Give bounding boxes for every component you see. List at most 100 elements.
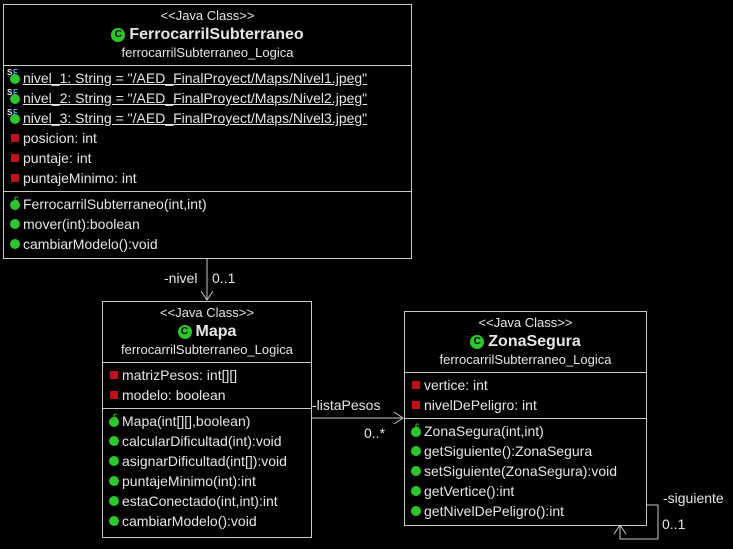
public-method-icon [106,494,122,508]
method-row[interactable]: calcularDificultad(int):void [103,431,311,451]
method-row[interactable]: cambiarModelo():void [4,234,411,254]
method-text: puntajeMinimo(int):int [122,473,256,489]
field-text: nivel_1: String = "/AED_FinalProyect/Map… [23,70,368,86]
method-text: cambiarModelo():void [122,513,257,529]
field-row[interactable]: vertice: int [405,375,646,395]
class-header: <<Java Class>> C Mapa ferrocarrilSubterr… [103,302,311,363]
nivel-multiplicity-label: 0..1 [212,270,236,286]
method-row[interactable]: getNivelDePeligro():int [405,501,646,521]
method-row[interactable]: estaConectado(int,int):int [103,491,311,511]
method-row[interactable]: getVertice():int [405,481,646,501]
method-row[interactable]: getSiguiente():ZonaSegura [405,441,646,461]
class-icon: C [470,335,485,349]
field-text: nivel_3: String = "/AED_FinalProyect/Map… [23,110,368,126]
public-method-icon [106,514,122,528]
method-text: getNivelDePeligro():int [424,503,565,519]
public-method-icon [7,237,23,251]
class-ferrocarrilsubterraneo[interactable]: <<Java Class>> C FerrocarrilSubterraneo … [3,4,412,259]
method-text: ZonaSegura(int,int) [424,423,544,439]
association-siguiente-line [619,504,659,540]
private-field-icon [7,131,23,145]
method-row[interactable]: setSiguiente(ZonaSegura):void [405,461,646,481]
method-row[interactable]: cambiarModelo():void [103,511,311,531]
fields-section: vertice: int nivelDePeligro: int [405,373,646,418]
private-field-icon [7,151,23,165]
method-row[interactable]: puntajeMinimo(int):int [103,471,311,491]
package-label: ferrocarrilSubterraneo_Logica [121,45,294,60]
field-row[interactable]: nivelDePeligro: int [405,395,646,415]
association-nivel-arrowhead [200,290,214,301]
method-row[interactable]: asignarDificultad(int[]):void [103,451,311,471]
field-text: posicion: int [23,130,97,146]
class-title: C FerrocarrilSubterraneo [111,25,304,45]
field-text: puntajeMinimo: int [23,170,137,186]
public-method-icon [106,454,122,468]
public-method-icon [408,464,424,478]
field-text: nivelDePeligro: int [424,397,537,413]
public-method-icon [106,474,122,488]
siguiente-multiplicity-label: 0..1 [662,516,686,532]
field-row[interactable]: posicion: int [4,128,411,148]
method-text: asignarDificultad(int[]):void [122,453,287,469]
method-text: FerrocarrilSubterraneo(int,int) [23,196,207,212]
association-listapesos-arrowhead [393,411,404,425]
public-method-icon [408,504,424,518]
class-name: Mapa [195,323,237,340]
class-header: <<Java Class>> C ZonaSegura ferrocarrilS… [405,312,646,373]
package-label: ferrocarrilSubterraneo_Logica [121,342,293,357]
constructor-icon: c [106,411,122,428]
field-text: modelo: boolean [122,387,226,403]
private-field-icon [408,398,424,412]
method-text: setSiguiente(ZonaSegura):void [424,463,618,479]
class-mapa[interactable]: <<Java Class>> C Mapa ferrocarrilSubterr… [102,301,312,538]
siguiente-role-label: -siguiente [663,490,724,506]
class-title: C Mapa [177,322,237,342]
field-text: nivel_2: String = "/AED_FinalProyect/Map… [23,90,368,106]
private-field-icon [408,378,424,392]
field-text: vertice: int [424,377,488,393]
constructor-icon: c [408,421,424,438]
class-header: <<Java Class>> C FerrocarrilSubterraneo … [4,5,411,66]
field-row[interactable]: matrizPesos: int[][] [103,365,311,385]
method-row[interactable]: mover(int):boolean [4,214,411,234]
class-name: FerrocarrilSubterraneo [129,26,304,43]
class-zonasegura[interactable]: <<Java Class>> C ZonaSegura ferrocarrilS… [404,311,647,526]
method-text: mover(int):boolean [23,216,140,232]
public-method-icon [408,444,424,458]
stereotype-label: <<Java Class>> [478,315,573,330]
field-row[interactable]: modelo: boolean [103,385,311,405]
public-method-icon [7,217,23,231]
method-text: estaConectado(int,int):int [122,493,278,509]
nivel-role-label: -nivel [164,270,198,286]
listapesos-role-label: -listaPesos [312,397,381,413]
method-text: calcularDificultad(int):void [122,433,282,449]
field-text: matrizPesos: int[][] [122,367,238,383]
fields-section: matrizPesos: int[][] modelo: boolean [103,363,311,408]
field-row[interactable]: puntaje: int [4,148,411,168]
package-label: ferrocarrilSubterraneo_Logica [439,352,612,367]
field-row[interactable]: puntajeMinimo: int [4,168,411,188]
public-method-icon [106,434,122,448]
listapesos-multiplicity-label: 0..* [364,425,386,441]
class-name: ZonaSegura [488,333,581,350]
method-text: getSiguiente():ZonaSegura [424,443,593,459]
method-text: cambiarModelo():void [23,236,158,252]
method-text: getVertice():int [424,483,515,499]
stereotype-label: <<Java Class>> [160,305,254,320]
stereotype-label: <<Java Class>> [160,8,255,23]
method-text: Mapa(int[][],boolean) [122,413,251,429]
private-field-icon [106,368,122,382]
constructor-icon: c [7,194,23,211]
